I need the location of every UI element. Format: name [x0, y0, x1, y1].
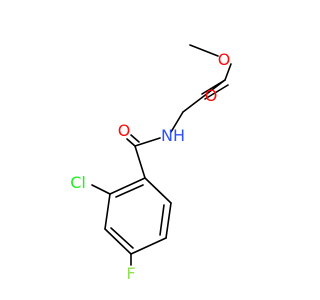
atom-label-o-carbonyl: O [205, 86, 218, 105]
ring-bond-3 [104, 228, 132, 255]
bond-ring-cl [91, 184, 111, 195]
ring-bond-1-inner [115, 184, 144, 198]
bond-ch2-n [170, 111, 184, 133]
bond-methyl-o [189, 44, 219, 57]
bond-amide-ring [134, 145, 146, 179]
bond-carbonyl-ch2 [182, 79, 226, 113]
bond-amide-double-a [126, 138, 136, 147]
ring-bond-2 [104, 193, 111, 230]
atom-label-cl: Cl [70, 173, 86, 192]
ring-bond-5 [165, 202, 172, 239]
structure-diagram: O O NH O Cl F [70, 44, 232, 283]
ring-bond-5-inner [159, 204, 165, 236]
ring-bond-3-inner [110, 227, 134, 249]
bond-ester-carbonyl-double-b [204, 84, 229, 100]
ring-bond-1 [109, 177, 146, 195]
bond-amide-double-b [130, 134, 140, 143]
atom-label-nh: NH [161, 126, 185, 145]
atom-label-o-ester: O [218, 50, 231, 69]
atom-label-f: F [126, 264, 135, 283]
bond-o-carbonyl [224, 63, 232, 81]
ring-bond-6 [144, 177, 172, 204]
molecule-canvas: O O NH O Cl F [70, 44, 232, 283]
bond-n-amide [134, 137, 161, 147]
ring-bond-4 [130, 237, 167, 255]
atom-label-o-amide: O [118, 121, 131, 140]
